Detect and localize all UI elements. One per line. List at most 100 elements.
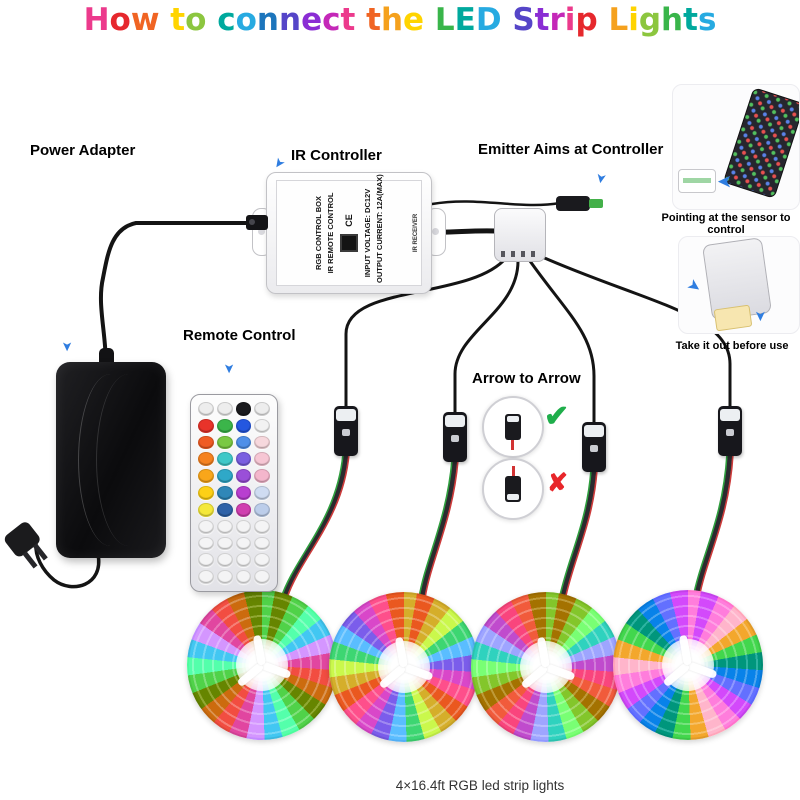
cross-icon: ✘ [547,469,568,497]
led-strip-reel [471,592,621,742]
remote-button [216,519,233,534]
remote-button [198,519,214,534]
arrow-icon: ➤ [717,172,733,192]
label-power-adapter: Power Adapter [30,142,136,159]
strip-connector [582,422,606,472]
remote-button [254,502,270,517]
remote-button [235,418,252,433]
ic-chip-icon [340,233,358,252]
one-to-four-splitter [494,208,546,262]
remote-button [216,486,233,500]
remote-button [216,452,233,467]
controller-label: RGB CONTROL BOX IR REMOTE CONTROL CE INP… [276,174,422,286]
controller-text-line: IR REMOTE CONTROL [326,192,335,274]
label-ir-controller: IR Controller [291,147,382,164]
remote-button [235,402,252,416]
arrow-icon: ➤ [59,341,75,352]
remote-button [198,435,214,450]
controller-thumbnail [678,169,716,193]
remote-button [235,536,252,551]
remote-button [216,502,233,517]
plug-prong [22,551,38,569]
remote-button [198,402,214,416]
led-strip-reel [187,590,337,740]
remote-button [198,570,214,584]
remote-button [235,486,252,500]
remote-button [235,502,252,517]
remote-button [254,570,270,584]
controller-symbols: CE [340,183,358,283]
plug-prong [32,543,48,561]
reel-spoke [662,661,691,688]
remote-button [198,469,214,484]
ce-mark: CE [344,214,354,227]
remote-button [216,469,233,484]
controller-text-line: INPUT VOLTAGE: DC12V [363,188,372,278]
battery-pull-tab [713,304,753,332]
reel-hub [378,636,434,693]
remote-button [235,553,252,568]
reel-spoke [678,634,692,666]
remote-button [198,418,214,433]
remote-button [216,536,233,551]
splitter-wire-3 [528,259,596,424]
strip-connector [334,406,358,456]
arrow-icon: ➤ [221,363,237,374]
ribbon-cable-2 [418,457,459,601]
splitter-wire-2 [453,259,520,416]
remote-button [235,519,252,534]
remote-button [216,570,233,584]
splitter-wire-1 [344,256,508,410]
ir-receiver-tip [589,199,603,208]
reel-hub [662,634,718,691]
remote-button [254,418,270,433]
remote-button [235,570,252,584]
reel-spoke [686,661,718,680]
power-adapter [56,362,166,558]
photo-pull-tab: ➤ ➤ [678,236,800,334]
controller-label-text: RGB CONTROL BOX IR REMOTE CONTROL CE INP… [279,174,419,283]
arrow-icon: ➤ [593,171,610,186]
controller-text-line: OUTPUT CURRENT: 12A(MAX) [375,174,384,283]
led-strip-reel [329,592,479,742]
remote-button [235,469,252,484]
remote-button [254,402,270,416]
remote-button [235,435,252,450]
reel-spoke [260,661,292,680]
ir-receiver-wire [430,200,562,207]
ir-controller-box: RGB CONTROL BOX IR REMOTE CONTROL CE INP… [266,172,432,294]
remote-button [198,452,214,467]
reel-hub [236,634,292,691]
reel-spoke [544,663,576,682]
ir-receiver-port-label: IR RECEIVER [412,213,419,253]
caption-pointing: Pointing at the sensor to control [661,212,791,236]
strip-connector [443,412,467,462]
label-remote-control: Remote Control [183,327,296,344]
connector-wrong-example [482,458,544,520]
remote-button [235,452,252,467]
remote-button [254,435,270,450]
reel-spoke [520,663,549,690]
strip-connector [718,406,742,456]
remote-control [190,394,278,592]
remote-button [198,553,214,568]
ribbon-cable-3 [558,467,598,603]
remote-button [254,519,270,534]
dc-power-jack [246,215,268,230]
reel-spoke [394,636,408,668]
arrow-icon: ➤ [752,310,769,322]
remote-button [216,402,233,416]
remote-thumbnail [722,87,799,199]
ir-receiver-head [556,196,603,211]
remote-button [254,553,270,568]
reel-spoke [402,663,434,682]
remote-button-grid [198,402,270,584]
remote-button [198,486,214,500]
adapter-output-cable [99,221,252,368]
remote-button [216,418,233,433]
wall-cord [34,542,101,589]
remote-button [198,536,214,551]
ribbon-cable-1 [280,451,350,601]
remote-button [254,452,270,467]
photo-pointing-at-sensor: ➤ [672,84,800,210]
